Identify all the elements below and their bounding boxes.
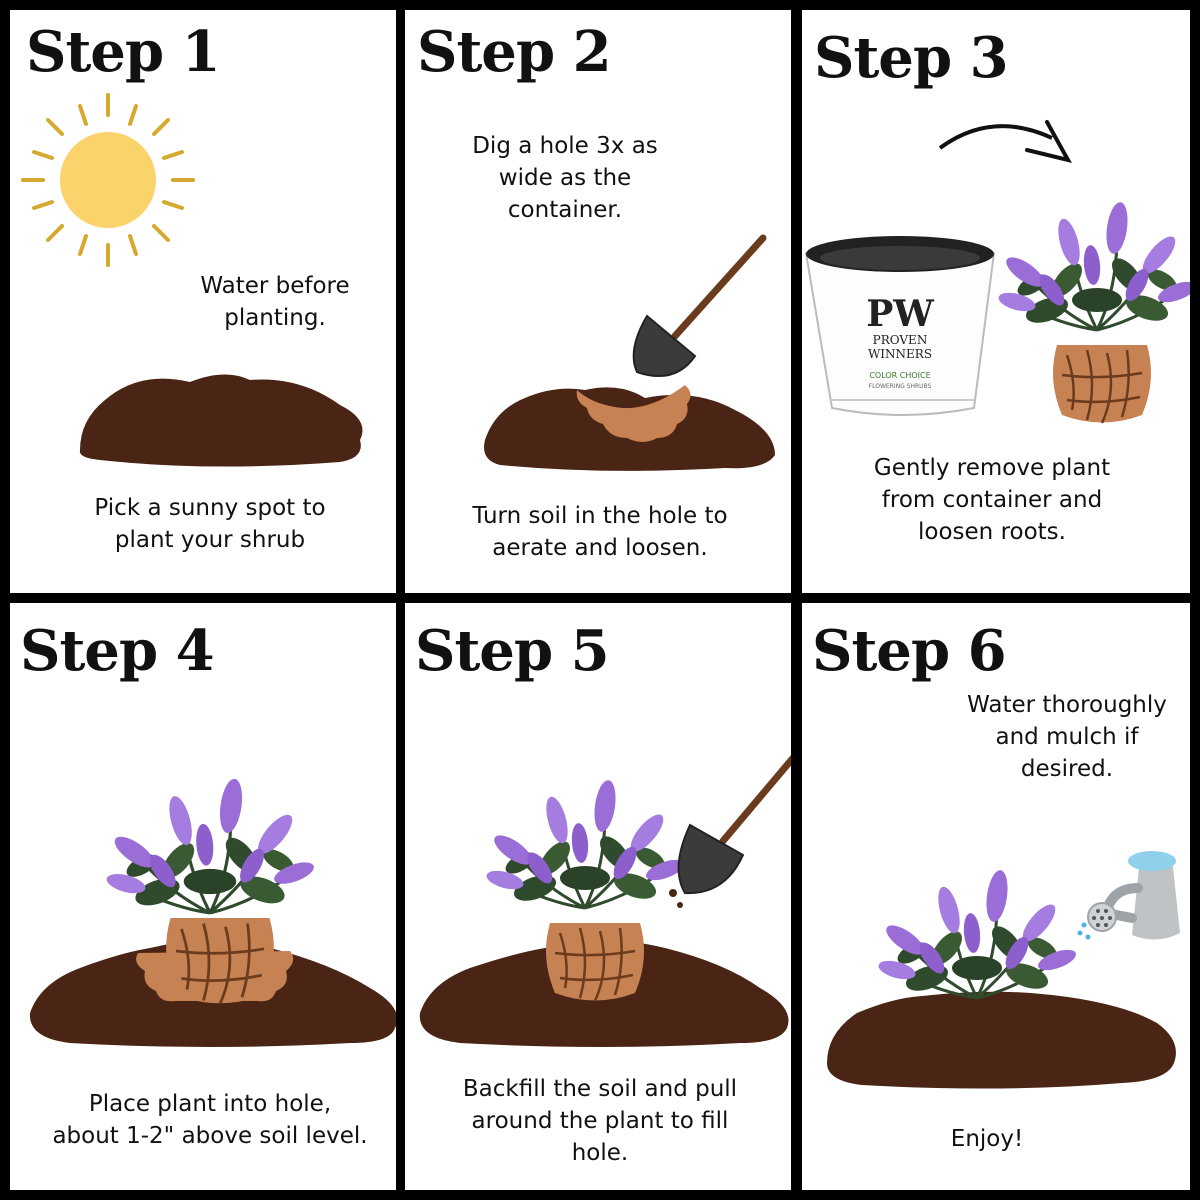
step-caption: Dig a hole 3x as wide as the container.: [472, 133, 658, 223]
pw-logo-text: PW: [866, 293, 934, 335]
step-caption: Gently remove plant from container and l…: [873, 455, 1111, 545]
soil-mound: [484, 385, 775, 471]
step-caption: Turn soil in the hole to aerate and loos…: [472, 503, 728, 561]
plant-pot-icon: [804, 236, 996, 416]
brand-line: PROVEN: [872, 333, 928, 347]
step-caption: Pick a sunny spot to plant your shrub: [94, 495, 326, 553]
step-title: Step 4: [20, 618, 215, 684]
soil-mound: [79, 374, 363, 467]
step-caption: Water thoroughly and mulch if desired.: [967, 692, 1167, 782]
sun-icon: [21, 93, 195, 267]
shovel-icon: [677, 755, 791, 895]
step-title: Step 3: [814, 25, 1009, 91]
step-caption: Place plant into hole, about 1-2" above …: [52, 1091, 368, 1149]
step-title: Step 5: [415, 618, 610, 684]
step-title: Step 1: [26, 19, 221, 85]
step-caption: Enjoy!: [950, 1126, 1024, 1152]
sub-brand: COLOR CHOICE: [869, 371, 931, 380]
step-panel-2: Step 2 Dig a hole 3x as wide as the cont…: [405, 10, 791, 593]
pot-logo: PW PROVEN WINNERS COLOR CHOICE FLOWERING…: [854, 295, 946, 391]
step-title: Step 6: [812, 618, 1007, 684]
step-caption: Backfill the soil and pull around the pl…: [462, 1076, 738, 1166]
watering-can-icon: [1077, 851, 1180, 940]
step-panel-3: Step 3 PW PROVEN WINNERS COLOR CHOICE FL…: [802, 10, 1190, 593]
sub-line: FLOWERING SHRUBS: [868, 383, 932, 390]
step-caption: Water before planting.: [200, 273, 350, 331]
step-title: Step 2: [417, 19, 612, 85]
step-panel-4: Step 4 Place plant into hole, about 1-2"…: [10, 603, 396, 1190]
step-panel-1: Step 1 Water before planting. Pick a sun…: [10, 10, 396, 593]
watered-plant: [827, 867, 1176, 1089]
plant-in-hole: [29, 775, 396, 1047]
step-panel-5: Step 5 Backfill the soil and pull around…: [405, 603, 791, 1190]
arrow-icon: [938, 120, 1072, 164]
brand-line: WINNERS: [867, 347, 933, 361]
shovel-icon: [632, 234, 767, 377]
backfill-illustration: [419, 777, 789, 1047]
step-panel-6: Step 6 Water thoroughly and mulch if des…: [802, 603, 1190, 1190]
